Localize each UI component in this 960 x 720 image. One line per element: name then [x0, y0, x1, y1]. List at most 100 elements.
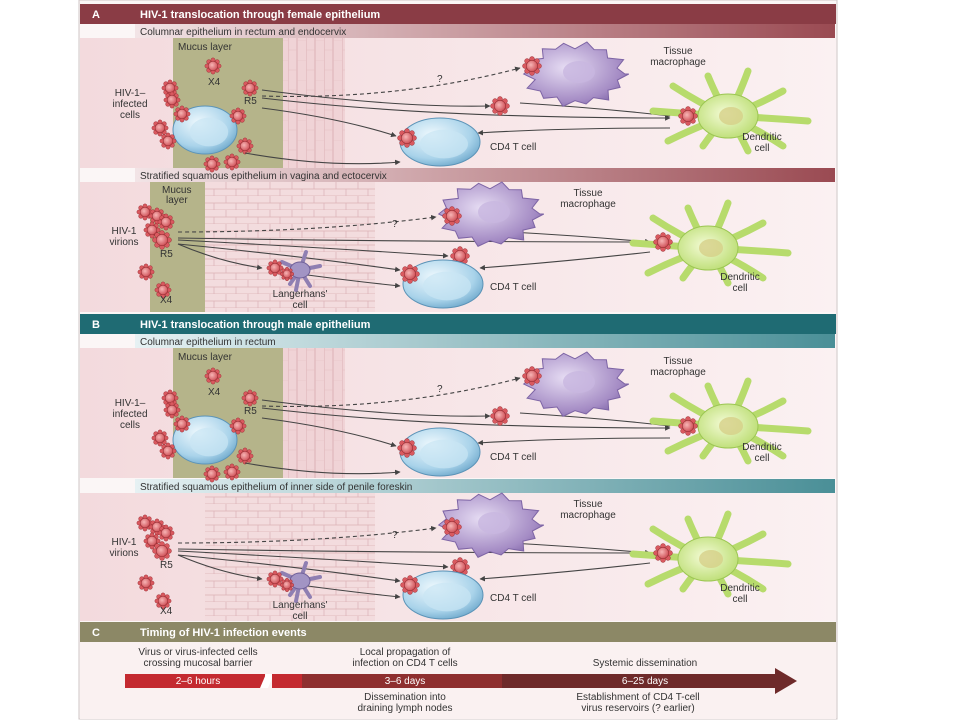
virion-icon	[241, 79, 259, 97]
flow-arrow	[299, 584, 401, 600]
panel-b-sub1-bar	[135, 334, 835, 348]
macrophage-label-l1: Tissue	[663, 356, 693, 367]
panel-b-sub2-bar	[135, 479, 835, 493]
flow-arrow	[244, 462, 401, 476]
virion-icon	[522, 56, 542, 76]
virion-icon	[157, 213, 175, 231]
hiv1-infected-label-l1: HIV-1–	[115, 398, 146, 409]
timeline-top2-l1: Local propagation of	[360, 647, 451, 658]
virion-icon	[490, 96, 510, 116]
flow-arrow	[261, 66, 521, 97]
r5-label: R5	[244, 406, 257, 417]
virion-icon	[678, 106, 698, 126]
question-mark: ?	[392, 530, 398, 541]
macrophage-label-l2: macrophage	[650, 367, 706, 378]
timeline-top1-l2: crossing mucosal barrier	[144, 658, 254, 669]
virion-icon	[266, 259, 284, 277]
cd4-label: CD4 T cell	[490, 142, 536, 153]
hiv1-infected-label-l3: cells	[120, 420, 140, 431]
timeline-bot3-l1: Establishment of CD4 T-cell	[576, 692, 699, 703]
virion-icon	[204, 57, 222, 75]
flow-arrow	[261, 89, 491, 109]
timeline-top2-l2: infection on CD4 T cells	[352, 658, 457, 669]
virion-icon	[152, 230, 172, 250]
virion-icon	[229, 107, 247, 125]
panel-b-sub1-title: Columnar epithelium in rectum	[140, 337, 276, 348]
r5-label: R5	[160, 249, 173, 260]
dendritic-cell-icon	[629, 510, 792, 598]
r5-label: R5	[244, 96, 257, 107]
dendritic-label-l1: Dendritic	[720, 583, 759, 594]
flow-arrow	[477, 127, 671, 136]
virion-icon	[137, 263, 155, 281]
virion-icon	[151, 119, 169, 137]
virion-icon	[236, 447, 254, 465]
hiv1-infected-label-l3: cells	[120, 110, 140, 121]
virion-icon	[653, 543, 673, 563]
timeline-top1-l1: Virus or virus-infected cells	[138, 647, 257, 658]
timeline-seg1b	[272, 674, 302, 688]
squamous-epithelium-a2	[205, 182, 375, 312]
timeline-arrow	[125, 668, 797, 694]
virion-icon	[203, 465, 221, 483]
virion-icon	[280, 267, 294, 281]
virion-icon	[397, 438, 417, 458]
flow-arrow	[261, 407, 671, 431]
virion-icon	[152, 541, 172, 561]
dendritic-cell-icon	[649, 67, 812, 155]
flow-arrow	[177, 237, 651, 245]
macrophage-label-l1: Tissue	[573, 499, 603, 510]
flow-arrow	[177, 243, 401, 273]
flow-arrow	[177, 550, 449, 570]
virion-icon	[450, 557, 470, 577]
macrophage-icon	[437, 492, 545, 558]
timeline-seg2	[302, 674, 502, 688]
x4-label: X4	[160, 295, 173, 306]
timeline-bot2-l2: draining lymph nodes	[357, 703, 452, 714]
dendritic-label-l2: cell	[732, 594, 747, 605]
hiv1-virions-label-l2: virions	[110, 548, 139, 559]
timeline-seg3	[502, 668, 797, 694]
dendritic-label-l2: cell	[754, 453, 769, 464]
cd4-t-cell-icon	[172, 105, 238, 155]
panel-c-header	[80, 622, 836, 642]
timeline-break	[260, 674, 274, 688]
mucus-label-a2-l1: Mucus	[162, 185, 191, 196]
panel-c-title: Timing of HIV-1 infection events	[140, 627, 307, 639]
dendritic-label-l1: Dendritic	[742, 442, 781, 453]
x4-label: X4	[208, 387, 221, 398]
virion-icon	[203, 155, 221, 173]
virion-icon	[442, 517, 462, 537]
cd4-t-cell-icon	[402, 259, 484, 309]
flow-arrow	[177, 525, 437, 544]
dendritic-label-l2: cell	[732, 283, 747, 294]
question-mark: ?	[437, 74, 443, 85]
flow-arrow	[261, 399, 491, 419]
langerhans-label-l1: Langerhans'	[273, 289, 328, 300]
scene-a2: HIV-1virionsR5X4?Langerhans'cellTissuema…	[110, 181, 792, 311]
virion-icon	[400, 575, 420, 595]
cd4-t-cell-icon	[399, 117, 481, 167]
cd4-t-cell-icon	[172, 415, 238, 465]
dendritic-cell-icon	[629, 199, 792, 287]
flow-arrow	[177, 239, 449, 259]
panel-a-sub1-bar	[135, 24, 835, 38]
question-mark: ?	[437, 384, 443, 395]
virion-icon	[173, 105, 191, 123]
macrophage-label-l1: Tissue	[573, 188, 603, 199]
virion-icon	[223, 153, 241, 171]
panel-b-header	[80, 314, 836, 334]
flow-arrow	[299, 273, 401, 289]
virion-icon	[236, 137, 254, 155]
panel-c: C Timing of HIV-1 infection events Virus…	[80, 622, 836, 719]
virion-icon	[173, 415, 191, 433]
hiv1-infected-label-l2: infected	[112, 409, 147, 420]
macrophage-label-l2: macrophage	[560, 510, 616, 521]
macrophage-label-l2: macrophage	[560, 199, 616, 210]
virion-icon	[490, 406, 510, 426]
timeline-seg2-label: 3–6 days	[385, 676, 426, 687]
cd4-t-cell-icon	[402, 570, 484, 620]
virion-icon	[522, 366, 542, 386]
